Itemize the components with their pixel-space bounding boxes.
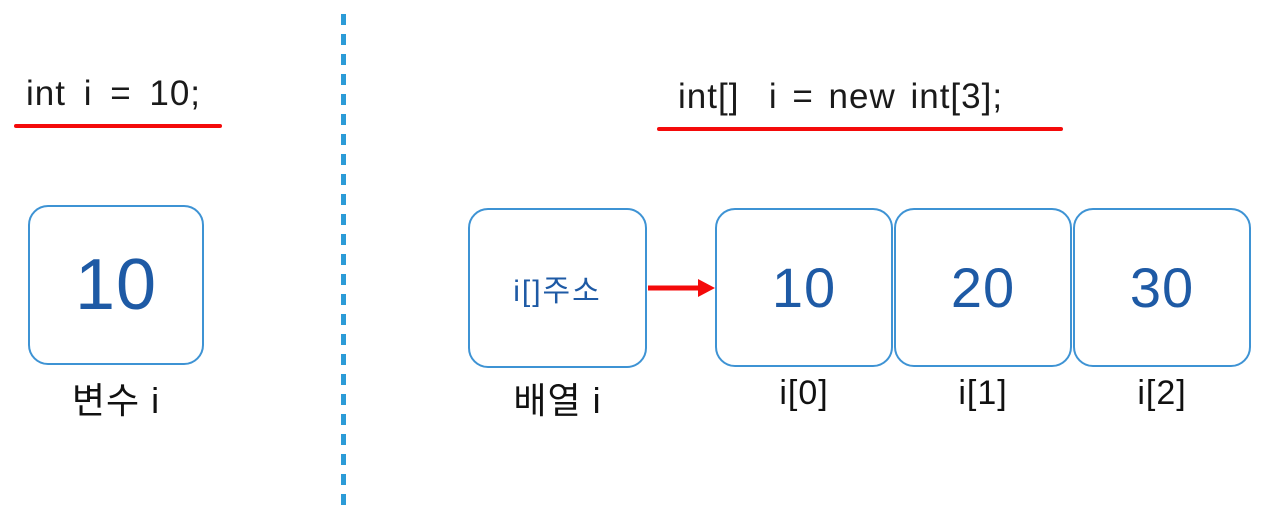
array-cell-value: 20 — [950, 256, 1016, 319]
array-reference-label: 배열 i — [513, 380, 602, 421]
array-cell-label: i[1] — [958, 374, 1008, 412]
right-red-underline — [657, 127, 1063, 131]
array-reference-value: i[]주소 — [513, 275, 602, 308]
array-cell: 30 — [1073, 208, 1251, 367]
left-red-underline — [14, 124, 222, 128]
array-cell: 20 — [894, 208, 1072, 367]
variable-box-label: 변수 i — [71, 380, 161, 421]
array-cell-value: 10 — [771, 256, 837, 319]
vertical-dashed-divider — [341, 14, 346, 512]
variable-value: 10 — [74, 245, 158, 325]
left-code-declaration: int i = 10; — [26, 74, 202, 113]
variable-box: 10 — [28, 205, 204, 365]
array-cell-label: i[0] — [779, 374, 829, 412]
array-reference-box: i[]주소 — [468, 208, 647, 368]
pointer-arrow-icon — [648, 279, 715, 297]
array-cell-value: 30 — [1129, 256, 1195, 319]
array-cell-label: i[2] — [1137, 374, 1187, 412]
right-code-declaration: int[] i = new int[3]; — [678, 77, 1004, 116]
array-cell: 10 — [715, 208, 893, 367]
